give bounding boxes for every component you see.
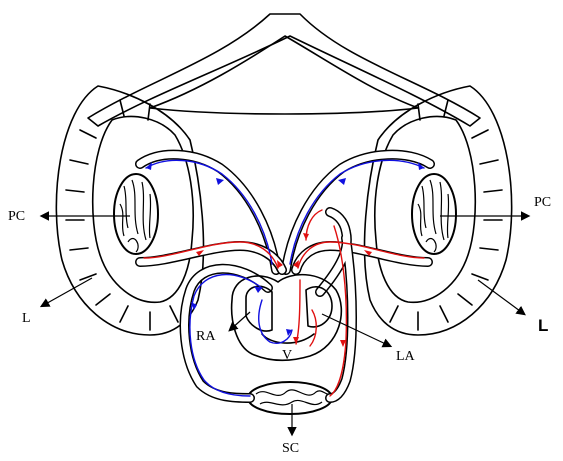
label-pc-left: PC [8, 209, 25, 224]
label-sc: SC [282, 441, 299, 456]
label-l-right: L [538, 316, 548, 335]
label-pc-right: PC [534, 195, 551, 210]
right-pulmonary-capillary-bed [412, 174, 456, 254]
neck-inner-outline [150, 36, 418, 114]
label-v: V [282, 348, 292, 363]
systemic-capillary-bed [248, 382, 332, 414]
label-la: LA [396, 349, 416, 364]
l-right-leader [478, 280, 524, 314]
label-l-left: L [22, 311, 31, 326]
left-pulmonary-capillary-bed [114, 174, 158, 254]
label-ra: RA [196, 329, 216, 344]
neck-outline [88, 14, 480, 126]
